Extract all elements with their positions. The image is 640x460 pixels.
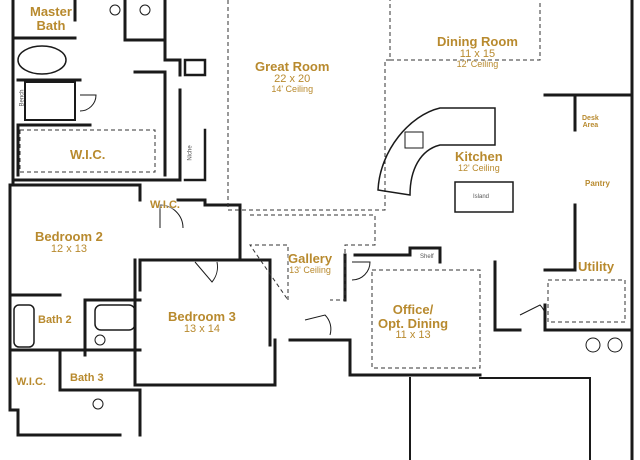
wic-dashed bbox=[19, 129, 156, 173]
door-office bbox=[351, 261, 371, 281]
bathtub-bath2 bbox=[94, 304, 136, 331]
master-sink-1 bbox=[109, 4, 121, 16]
label-wic-master: W.I.C. bbox=[70, 148, 105, 162]
master-sink-2 bbox=[139, 4, 151, 16]
office-ceiling-line bbox=[371, 269, 481, 369]
bathtub-master bbox=[17, 45, 67, 75]
dining-room-dims: 11 x 15 bbox=[459, 47, 496, 60]
bedroom2-dims: 12 x 13 bbox=[50, 242, 87, 255]
kitchen-counter bbox=[377, 107, 496, 196]
office-dims: 11 x 13 bbox=[395, 329, 431, 342]
office-walls bbox=[353, 246, 522, 377]
utility-name: Utility bbox=[578, 259, 615, 274]
gallery-name: Gallery bbox=[288, 251, 333, 266]
great-room-ceiling-line bbox=[227, 0, 391, 211]
pantry-name: Pantry bbox=[585, 179, 610, 188]
wic-master-name: W.I.C. bbox=[70, 147, 106, 162]
island-note: Island bbox=[473, 194, 490, 200]
kitchen-island bbox=[454, 181, 514, 213]
label-utility: Utility bbox=[578, 260, 614, 274]
appliance-1 bbox=[585, 337, 601, 353]
garage-walls bbox=[409, 377, 591, 460]
label-bedroom3: Bedroom 3 13 x 14 bbox=[168, 310, 236, 335]
wic-small-name: W.I.C. bbox=[150, 199, 180, 211]
kitchen-name: Kitchen bbox=[455, 149, 503, 164]
dining-dashed bbox=[390, 0, 541, 61]
bedroom2-name: Bedroom 2 bbox=[35, 229, 103, 244]
master-bath-name: Master Bath bbox=[30, 4, 72, 33]
sink-bath3 bbox=[92, 398, 104, 410]
wic-master-walls bbox=[16, 70, 167, 177]
niche-note: Niche bbox=[187, 145, 194, 161]
great-room-name: Great Room bbox=[255, 59, 330, 74]
shelf-note: Shelf bbox=[420, 254, 434, 260]
label-master-bath: Master Bath bbox=[30, 5, 72, 32]
bench-note: Bench bbox=[19, 89, 26, 107]
dining-room-ceiling: 12' Ceiling bbox=[456, 59, 499, 70]
gallery-ceiling-line bbox=[249, 214, 376, 302]
appliance-2 bbox=[607, 337, 623, 353]
great-room-ceiling: 14' Ceiling bbox=[271, 84, 314, 95]
sink-bath2 bbox=[94, 334, 106, 346]
cooktop bbox=[404, 131, 424, 149]
office-name: Office/ Opt. Dining bbox=[378, 302, 449, 331]
door-gallery bbox=[304, 314, 332, 336]
label-bath3: Bath 3 bbox=[70, 372, 104, 385]
label-bedroom2: Bedroom 2 12 x 13 bbox=[35, 230, 103, 255]
bedroom3-dims: 13 x 14 bbox=[183, 322, 220, 335]
shower-walls bbox=[24, 81, 76, 121]
utility-walls bbox=[543, 93, 602, 332]
bath2-name: Bath 2 bbox=[38, 314, 72, 326]
desk-area-name: Desk Area bbox=[582, 115, 599, 130]
label-office: Office/ Opt. Dining 11 x 13 bbox=[378, 303, 448, 342]
right-exterior bbox=[573, 0, 634, 460]
label-kitchen: Kitchen 12' Ceiling bbox=[455, 150, 503, 173]
label-wic-small: W.I.C. bbox=[150, 199, 180, 212]
gallery-ceiling: 13' Ceiling bbox=[289, 264, 331, 275]
label-great-room: Great Room 22 x 20 14' Ceiling bbox=[255, 60, 329, 95]
tub-bath2-left bbox=[13, 304, 35, 348]
label-desk-area: Desk Area bbox=[582, 115, 599, 130]
door-bedroom3 bbox=[194, 261, 218, 283]
label-gallery: Gallery 13' Ceiling bbox=[288, 252, 332, 275]
door-utility bbox=[519, 304, 547, 326]
bedroom3-name: Bedroom 3 bbox=[168, 309, 236, 324]
great-room-dims: 22 x 20 bbox=[274, 72, 311, 85]
label-pantry: Pantry bbox=[585, 179, 610, 188]
bath3-name: Bath 3 bbox=[70, 372, 104, 384]
door-bedroom2 bbox=[159, 204, 184, 229]
label-wic-bed3: W.I.C. bbox=[16, 376, 46, 389]
wic-bed3-name: W.I.C. bbox=[16, 376, 46, 388]
master-bath-walls bbox=[11, 0, 182, 182]
bedroom2-walls bbox=[8, 183, 272, 347]
hall-walls bbox=[183, 58, 207, 182]
utility-dashed bbox=[547, 279, 626, 323]
label-bath2: Bath 2 bbox=[38, 314, 72, 327]
bath-walls bbox=[8, 348, 142, 437]
door-wic bbox=[79, 94, 97, 112]
kitchen-ceiling: 12' Ceiling bbox=[457, 162, 500, 173]
dining-room-name: Dining Room bbox=[437, 34, 518, 49]
label-dining-room: Dining Room 11 x 15 12' Ceiling bbox=[437, 35, 518, 70]
